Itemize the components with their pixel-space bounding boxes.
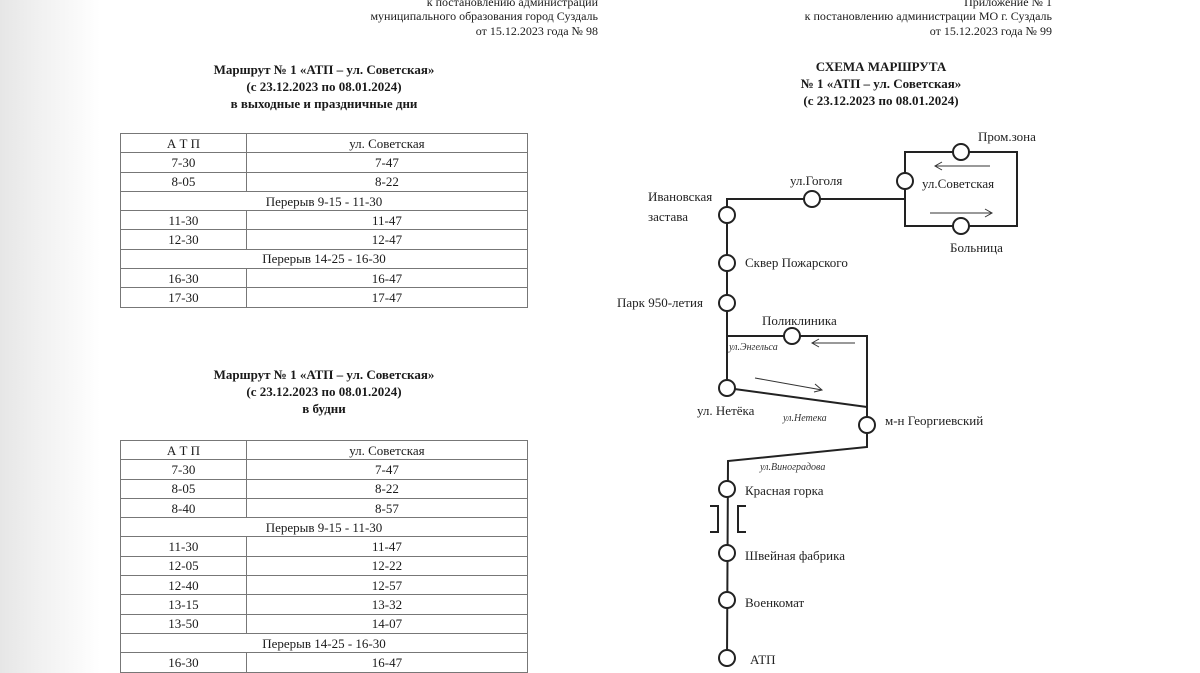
stop-icon — [952, 217, 970, 235]
weekday-title: Маршрут № 1 «АТП – ул. Советская» (с 23.… — [124, 366, 524, 417]
stop-ivanovskaya-line1: Ивановская — [648, 189, 712, 204]
street-neteka: ул.Нетека — [782, 413, 827, 424]
arrow-left-icon — [810, 338, 855, 348]
stop-icon — [718, 544, 736, 562]
stop-icon — [718, 480, 736, 498]
scheme-title-line1: СХЕМА МАРШРУТА — [815, 59, 947, 74]
weekday-title-line2: (с 23.12.2023 по 08.01.2024) — [246, 384, 402, 399]
time-cell: 16-47 — [245, 652, 529, 673]
time-cell: 11-30 — [120, 210, 247, 231]
stop-gogol: ул.Гоголя — [790, 173, 842, 188]
scheme-title: СХЕМА МАРШРУТА № 1 «АТП – ул. Советская»… — [681, 58, 1081, 109]
time-cell: 7-47 — [245, 459, 529, 480]
time-cell: 17-30 — [120, 287, 247, 308]
stop-icon — [718, 206, 736, 224]
stop-icon — [803, 190, 821, 208]
right-header-line3: от 15.12.2023 года № 99 — [929, 24, 1052, 38]
stop-bolnitsa: Больница — [950, 240, 1003, 255]
stop-ivanovskaya-line2: застава — [648, 209, 688, 224]
stop-icon — [718, 294, 736, 312]
break-cell: Перерыв 9-15 - 11-30 — [120, 190, 528, 212]
time-cell: 16-30 — [120, 652, 247, 673]
stop-icon — [896, 172, 914, 190]
left-header-line1: к постановлению администрации — [426, 0, 598, 9]
route-lines — [726, 151, 1018, 661]
stop-promzona: Пром.зона — [978, 129, 1036, 144]
stop-icon — [718, 254, 736, 272]
weekend-title: Маршрут № 1 «АТП – ул. Советская» (с 23.… — [124, 61, 524, 112]
time-cell: 12-57 — [245, 575, 529, 596]
arrow-right-icon — [754, 377, 824, 393]
arrow-right-icon — [930, 208, 994, 218]
stop-icon — [718, 379, 736, 397]
stop-shveinaya: Швейная фабрика — [745, 548, 845, 563]
page-shadow — [0, 0, 100, 673]
street-vinogradova: ул.Виноградова — [759, 462, 825, 473]
weekday-title-line1: Маршрут № 1 «АТП – ул. Советская» — [213, 367, 435, 382]
weekend-title-line2: (с 23.12.2023 по 08.01.2024) — [246, 79, 402, 94]
stop-markers — [718, 143, 970, 667]
stop-krasnaya-gorka: Красная горка — [745, 483, 824, 498]
stop-sovetskaya: ул.Советская — [922, 176, 994, 191]
break-cell: Перерыв 14-25 - 16-30 — [120, 248, 528, 270]
time-cell: 7-30 — [120, 459, 247, 480]
stop-icon — [718, 591, 736, 609]
time-cell: 17-47 — [245, 287, 529, 308]
arrow-left-icon — [933, 161, 990, 171]
time-cell: 13-15 — [120, 594, 247, 615]
stop-poliklinika: Поликлиника — [762, 313, 837, 328]
break-row: Перерыв 9-15 - 11-30 — [120, 190, 528, 212]
right-header-line1: Приложение № 1 — [964, 0, 1052, 9]
scheme-title-line2: № 1 «АТП – ул. Советская» — [800, 76, 962, 91]
direction-arrows — [754, 161, 994, 393]
stop-netyoka: ул. Нетёка — [697, 403, 755, 418]
stop-park: Парк 950-летия — [617, 295, 703, 310]
weekend-title-line1: Маршрут № 1 «АТП – ул. Советская» — [213, 62, 435, 77]
stop-atp: АТП — [750, 652, 776, 667]
column-header: ул. Советская — [245, 132, 529, 154]
stop-georgievsky: м-н Георгиевский — [885, 413, 983, 428]
scheme-title-line3: (с 23.12.2023 по 08.01.2024) — [803, 93, 959, 108]
stop-skver: Сквер Пожарского — [745, 255, 848, 270]
stop-icon — [952, 143, 970, 161]
stop-voenkomat: Военкомат — [745, 595, 805, 610]
stop-icon — [718, 649, 736, 667]
left-header-line3: от 15.12.2023 года № 98 — [475, 24, 598, 38]
bridge-icon — [710, 505, 746, 533]
break-row: Перерыв 14-25 - 16-30 — [120, 248, 528, 270]
weekday-title-line3: в будни — [302, 401, 346, 416]
right-header-line2: к постановлению администрации МО г. Сузд… — [804, 9, 1052, 23]
stop-icon — [783, 327, 801, 345]
street-engelsa: ул.Энгельса — [728, 342, 778, 353]
weekend-title-line3: в выходные и праздничные дни — [230, 96, 418, 111]
stop-icon — [858, 416, 876, 434]
left-header-line2: муниципального образования город Суздаль — [370, 9, 598, 23]
